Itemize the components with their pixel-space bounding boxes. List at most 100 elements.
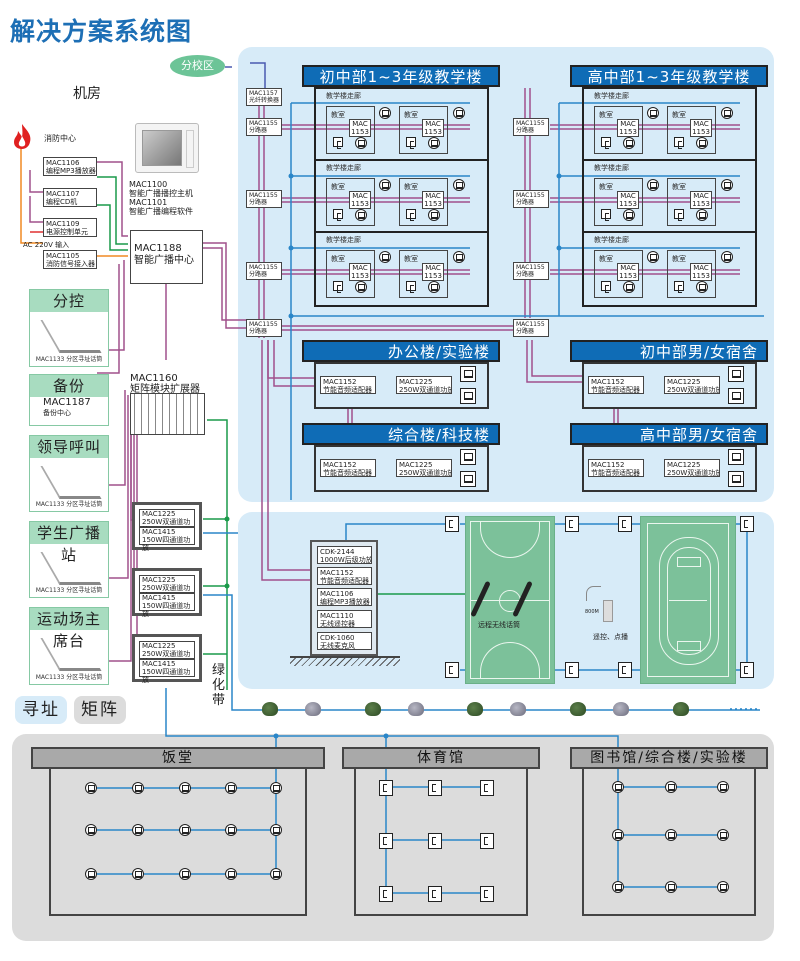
speaker-icon [460, 366, 476, 382]
remote-frequency: 800M [585, 609, 599, 615]
matrix-tag: 矩阵 [74, 696, 126, 724]
ceiling-speaker-icon [85, 868, 97, 880]
device-model: MAC1109 [46, 220, 80, 228]
ceiling-speaker-icon [717, 829, 729, 841]
amp-model: MAC1225 [142, 642, 176, 650]
panel-sports-podium: 运动场主席台 MAC1133 分区寻址话筒 [29, 607, 109, 685]
ceiling-speaker-icon [270, 868, 282, 880]
speaker-icon [460, 388, 476, 404]
device-name: 无线遥控器 [320, 620, 355, 628]
ceiling-speaker-icon [665, 881, 677, 893]
ceiling-speaker-icon [721, 107, 733, 119]
ceiling-speaker-icon [428, 137, 440, 149]
device-name: 250W双通道功放 [667, 386, 720, 394]
panel-backup: 备份 MAC1187 备份中心 [29, 374, 109, 426]
unit-number: 1153 [351, 128, 369, 136]
canteen-building [49, 769, 307, 916]
gooseneck-mic-icon [40, 638, 102, 671]
amp-name: 150W四通道功放 [142, 602, 191, 618]
device-model: MAC1152 [320, 569, 354, 577]
terminal-panel-icon [406, 137, 416, 149]
field-speaker-icon [445, 516, 459, 532]
amp-model: MAC1415 [142, 594, 176, 602]
device-name: 分路器 [516, 199, 535, 206]
running-track [640, 516, 736, 684]
terminal-panel-icon [674, 209, 684, 221]
classroom-label: 教室 [404, 255, 418, 263]
unit-number: 1153 [692, 272, 710, 280]
ceiling-speaker-icon [132, 782, 144, 794]
device-model: MAC1107 [46, 190, 80, 198]
ceiling-speaker-icon [612, 781, 624, 793]
unit-number: 1153 [424, 272, 442, 280]
device-model: MAC1105 [46, 252, 80, 260]
software-model: MAC1101 [129, 198, 168, 207]
field-speaker-icon [618, 662, 632, 678]
classroom-label: 教室 [331, 255, 345, 263]
amp-model: MAC1415 [142, 528, 176, 536]
ceiling-speaker-icon [623, 281, 635, 293]
fire-center-label: 消防中心 [44, 134, 76, 143]
ceiling-speaker-icon [179, 868, 191, 880]
device-model: CDK-1060 [320, 634, 355, 642]
library-header: 图书馆/综合楼/实验楼 [570, 747, 768, 769]
device-model: MAC1155 [516, 192, 545, 199]
gym-header: 体育馆 [342, 747, 540, 769]
unit-number: 1153 [351, 200, 369, 208]
ceiling-speaker-icon [225, 868, 237, 880]
corridor-label: 教学楼走廊 [326, 92, 361, 100]
ceiling-speaker-icon [270, 824, 282, 836]
ceiling-speaker-icon [225, 824, 237, 836]
gooseneck-mic-icon [40, 552, 102, 585]
wall-speaker-icon [379, 780, 393, 796]
machine-room-label: 机房 [73, 86, 101, 102]
gooseneck-mic-icon [40, 320, 102, 353]
unit-model: MAC [620, 192, 636, 200]
classroom-label: 教室 [672, 255, 686, 263]
terminal-panel-icon [674, 137, 684, 149]
classroom-label: 教室 [404, 183, 418, 191]
classroom-label: 教室 [599, 183, 613, 191]
ceiling-speaker-icon [225, 782, 237, 794]
host-computer-icon [135, 123, 199, 173]
amp-model: MAC1415 [142, 660, 176, 668]
wall-speaker-icon [428, 833, 442, 849]
software-name: 智能广播编程软件 [129, 207, 193, 216]
ground-hatch [290, 656, 400, 666]
device-name: 编程CD机 [46, 198, 78, 206]
unit-model: MAC [352, 192, 368, 200]
ac-input-label: AC 220V 输入 [23, 241, 70, 249]
terminal-panel-icon [601, 281, 611, 293]
lawn-speaker-icon [365, 702, 381, 716]
device-model: MAC1152 [591, 461, 625, 469]
wall-speaker-icon [428, 886, 442, 902]
device-model: MAC1157 [249, 90, 278, 97]
lawn-speaker-icon [673, 702, 689, 716]
amp-name: 150W四通道功放 [142, 668, 191, 684]
terminal-panel-icon [674, 281, 684, 293]
unit-model: MAC [352, 120, 368, 128]
ceiling-speaker-icon [132, 824, 144, 836]
corridor-label: 教学楼走廊 [326, 236, 361, 244]
ceiling-speaker-icon [179, 824, 191, 836]
broadcast-center-mac1188: MAC1188 智能广播中心 [130, 230, 203, 284]
